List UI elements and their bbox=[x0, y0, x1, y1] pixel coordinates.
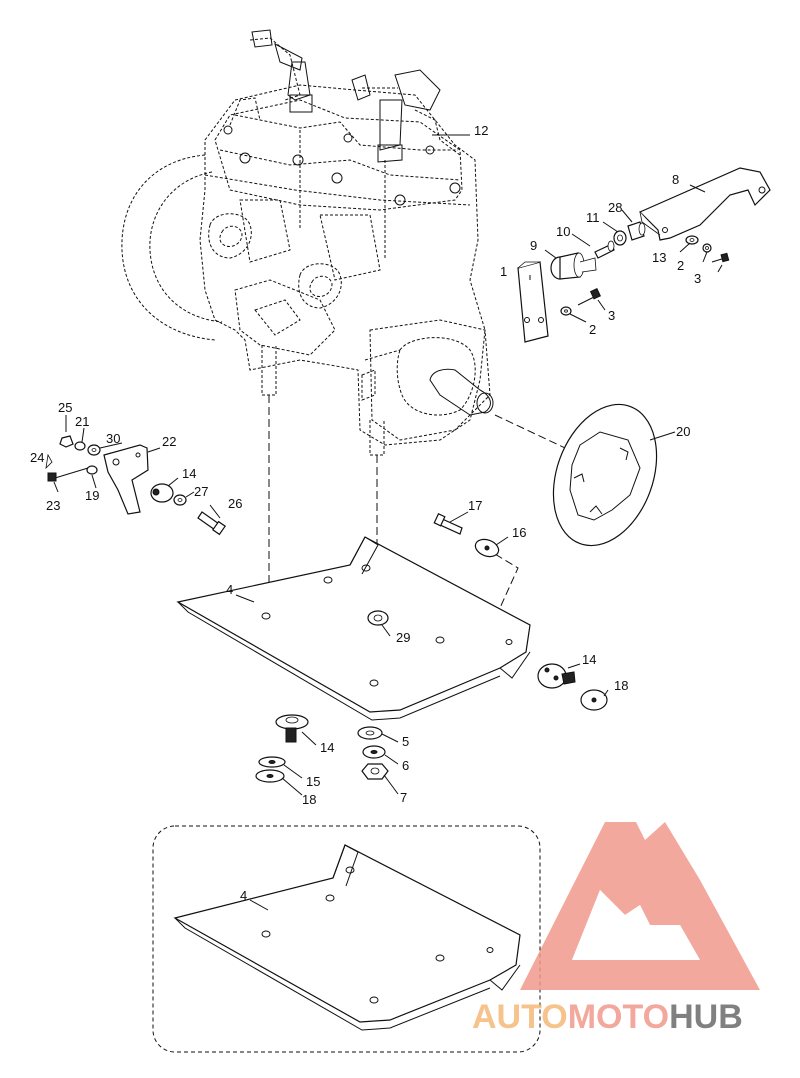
callout-21: 21 bbox=[75, 414, 89, 429]
callout-11: 11 bbox=[586, 210, 600, 225]
arm-part-8 bbox=[638, 167, 771, 241]
callout-24: 24 bbox=[30, 450, 44, 465]
callout-25: 25 bbox=[58, 400, 72, 415]
callout-5: 5 bbox=[402, 734, 409, 749]
callout-29: 29 bbox=[396, 630, 410, 645]
callout-19: 19 bbox=[85, 488, 99, 503]
callout-labels: 12 8 28 11 10 9 1 13 2 3 3 2 20 25 21 30… bbox=[30, 123, 701, 903]
callout-2-upper: 2 bbox=[677, 258, 684, 273]
callout-6: 6 bbox=[402, 758, 409, 773]
callout-leaders bbox=[53, 134, 723, 911]
callout-27: 27 bbox=[194, 484, 208, 499]
callout-23: 23 bbox=[46, 498, 60, 513]
callout-18-bottom: 18 bbox=[302, 792, 316, 807]
callout-28: 28 bbox=[608, 200, 622, 215]
callout-4-optional: 4 bbox=[240, 888, 247, 903]
bracket-part-1 bbox=[517, 261, 549, 343]
skid-plate-part-4 bbox=[176, 536, 531, 721]
callout-14-left: 14 bbox=[182, 466, 196, 481]
callout-3-lower: 3 bbox=[608, 308, 615, 323]
watermark-hub: HUB bbox=[669, 998, 743, 1036]
callout-20: 20 bbox=[676, 424, 690, 439]
callout-15: 15 bbox=[306, 774, 320, 789]
callout-7: 7 bbox=[400, 790, 407, 805]
callout-9: 9 bbox=[530, 238, 537, 253]
callout-13: 13 bbox=[652, 250, 666, 265]
callout-16: 16 bbox=[512, 525, 526, 540]
callout-14-right: 14 bbox=[582, 652, 596, 667]
callout-3-upper: 3 bbox=[694, 271, 701, 286]
callout-10: 10 bbox=[556, 224, 570, 239]
callout-18-right: 18 bbox=[614, 678, 628, 693]
watermark-triangle-icon bbox=[520, 822, 760, 990]
lower-fasteners bbox=[255, 663, 608, 783]
fasteners-upper-right bbox=[550, 221, 730, 316]
bolt-17-washer-16 bbox=[433, 512, 500, 558]
optional-skid-plate-box bbox=[152, 825, 541, 1053]
callout-8: 8 bbox=[672, 172, 679, 187]
watermark-moto: MOTO bbox=[568, 998, 669, 1036]
callout-14-bottom: 14 bbox=[320, 740, 334, 755]
engine-assembly bbox=[121, 29, 494, 456]
watermark-auto: AUTO bbox=[472, 998, 568, 1036]
callout-17: 17 bbox=[468, 498, 482, 513]
callout-4-main: 4 bbox=[226, 582, 233, 597]
callout-22: 22 bbox=[162, 434, 176, 449]
disc-part-20 bbox=[552, 403, 658, 547]
callout-2-lower: 2 bbox=[589, 322, 596, 337]
automotohub-watermark: AUTOMOTOHUB bbox=[472, 822, 760, 1036]
svg-text:AUTOMOTOHUB: AUTOMOTOHUB bbox=[472, 998, 743, 1036]
callout-26: 26 bbox=[228, 496, 242, 511]
callout-12: 12 bbox=[474, 123, 488, 138]
left-mount-group bbox=[45, 435, 226, 536]
callout-1: 1 bbox=[500, 264, 507, 279]
callout-30: 30 bbox=[106, 431, 120, 446]
